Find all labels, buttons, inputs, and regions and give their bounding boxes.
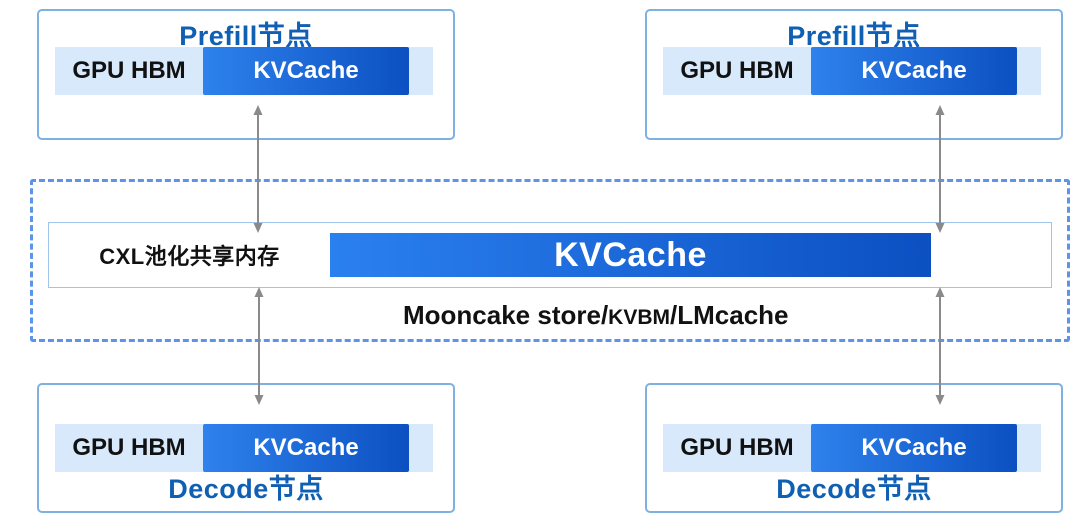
prefill-node-left: Prefill节点 GPU HBM KVCache bbox=[37, 9, 455, 140]
gpu-hbm-strip: GPU HBM KVCache bbox=[55, 47, 433, 95]
gpu-hbm-label: GPU HBM bbox=[72, 434, 186, 461]
pool-subtitle-kvbm: KVBM bbox=[608, 306, 671, 329]
bidirectional-arrow-bottom-right bbox=[935, 287, 945, 405]
decode-node-left: GPU HBM KVCache Decode节点 bbox=[37, 383, 455, 513]
pool-kvcache-bar: KVCache bbox=[330, 233, 931, 277]
pool-subtitle-prefix: Mooncake store/ bbox=[403, 300, 609, 330]
prefill-node-right: Prefill节点 GPU HBM KVCache bbox=[645, 9, 1063, 140]
cxl-shared-memory-label: CXL池化共享内存 bbox=[99, 244, 280, 269]
pool-subtitle-suffix: /LMcache bbox=[670, 300, 789, 330]
gpu-hbm-strip: GPU HBM KVCache bbox=[663, 424, 1041, 472]
gpu-hbm-strip: GPU HBM KVCache bbox=[663, 47, 1041, 95]
prefill-node-left-title: Prefill节点 bbox=[179, 21, 313, 51]
cxl-pool-container bbox=[30, 179, 1070, 342]
prefill-node-right-title: Prefill节点 bbox=[787, 21, 921, 51]
gpu-hbm-label: GPU HBM bbox=[680, 434, 794, 461]
kvcache-bar: KVCache bbox=[811, 424, 1017, 472]
gpu-hbm-label: GPU HBM bbox=[680, 57, 794, 84]
gpu-hbm-label: GPU HBM bbox=[72, 57, 186, 84]
decode-node-right: GPU HBM KVCache Decode节点 bbox=[645, 383, 1063, 513]
pool-kvcache-label: KVCache bbox=[554, 235, 707, 274]
kvcache-bar: KVCache bbox=[203, 47, 409, 95]
kvcache-bar: KVCache bbox=[811, 47, 1017, 95]
gpu-hbm-strip: GPU HBM KVCache bbox=[55, 424, 433, 472]
kvcache-label: KVCache bbox=[861, 434, 967, 461]
decode-node-right-title: Decode节点 bbox=[776, 474, 932, 504]
kvcache-bar: KVCache bbox=[203, 424, 409, 472]
kvcache-label: KVCache bbox=[253, 57, 359, 84]
bidirectional-arrow-top-right bbox=[935, 105, 945, 233]
cxl-shared-memory-box: CXL池化共享内存 KVCache bbox=[48, 222, 1052, 288]
bidirectional-arrow-bottom-left bbox=[254, 287, 264, 405]
pool-subtitle: Mooncake store/KVBM/LMcache bbox=[403, 300, 789, 331]
kvcache-label: KVCache bbox=[861, 57, 967, 84]
bidirectional-arrow-top-left bbox=[253, 105, 263, 233]
kvcache-label: KVCache bbox=[253, 434, 359, 461]
decode-node-left-title: Decode节点 bbox=[168, 474, 324, 504]
